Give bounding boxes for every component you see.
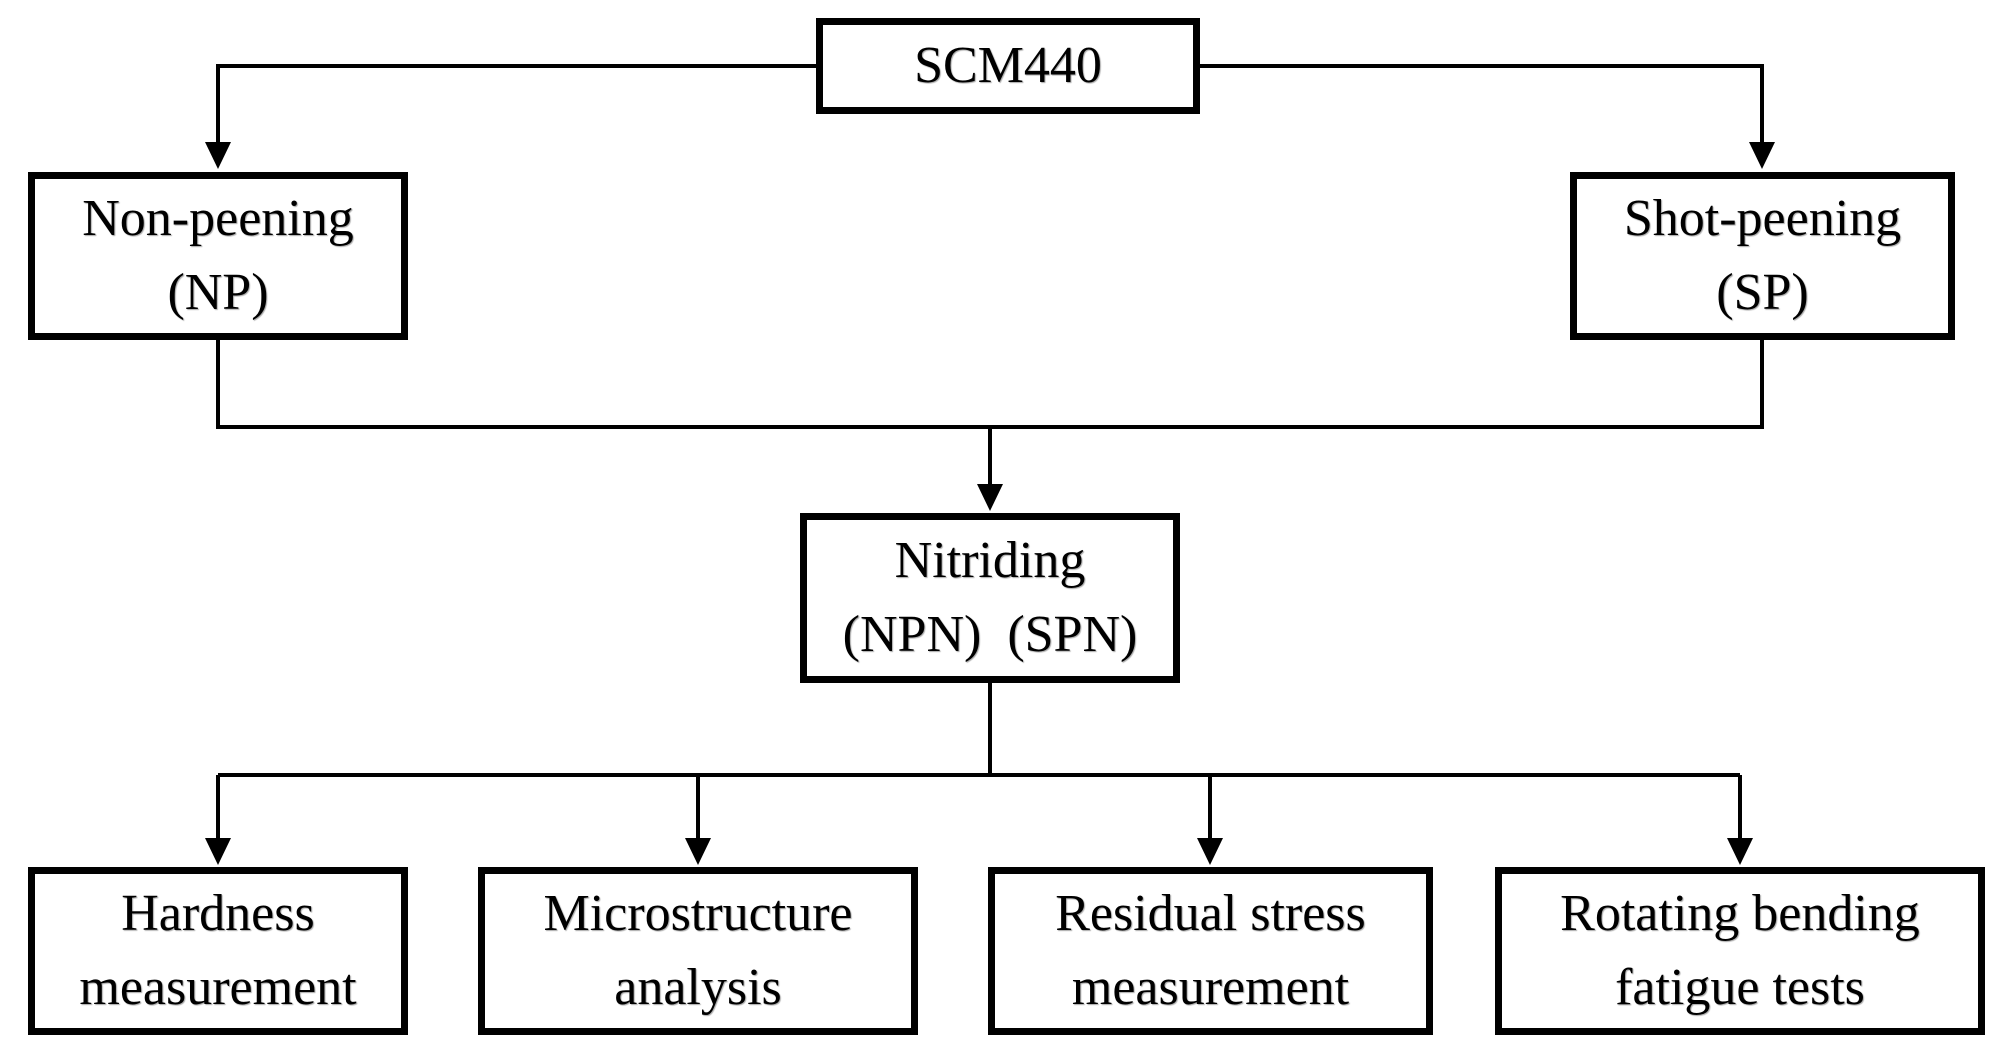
arrowhead-residual [1197, 838, 1223, 865]
node-label-line1: Microstructure [543, 885, 853, 942]
node-hardness-measurement: Hardness measurement [28, 867, 408, 1035]
node-label-line2: analysis [614, 959, 782, 1016]
arrowhead-shot-peening [1749, 142, 1775, 169]
node-rotating-bending-fatigue-tests: Rotating bending fatigue tests [1495, 867, 1985, 1035]
edge-peening-merge [216, 340, 1764, 429]
node-label-line1: Non-peening [82, 190, 354, 247]
node-label-line2: (SP) [1716, 264, 1809, 321]
node-non-peening: Non-peening (NP) [28, 172, 408, 340]
node-scm440: SCM440 [816, 18, 1200, 114]
node-shot-peening: Shot-peening (SP) [1570, 172, 1955, 340]
arrowhead-nitriding [977, 484, 1003, 511]
node-label-line2: (NP) [167, 264, 269, 321]
node-label-line2: fatigue tests [1615, 959, 1865, 1016]
node-label-line2: measurement [79, 959, 357, 1016]
node-label-line1: Hardness [121, 885, 315, 942]
arrowhead-microstructure [685, 838, 711, 865]
node-label-line1: Nitriding [894, 532, 1086, 589]
node-microstructure-analysis: Microstructure analysis [478, 867, 918, 1035]
arrowhead-hardness [205, 838, 231, 865]
node-nitriding: Nitriding (NPN) (SPN) [800, 513, 1180, 683]
node-label: SCM440 [914, 37, 1102, 94]
arrowhead-non-peening [205, 142, 231, 169]
node-label-line1: Shot-peening [1623, 190, 1902, 247]
node-label-line1: Rotating bending [1560, 885, 1920, 942]
arrowhead-rotating [1727, 838, 1753, 865]
node-residual-stress-measurement: Residual stress measurement [988, 867, 1433, 1035]
edge-scm440-to-shot-peening [1200, 64, 1764, 142]
node-label-line1: Residual stress [1055, 885, 1366, 942]
node-label-line2: measurement [1071, 959, 1350, 1016]
node-label-line2: (NPN) (SPN) [842, 606, 1138, 663]
edge-scm440-to-non-peening [216, 64, 816, 142]
